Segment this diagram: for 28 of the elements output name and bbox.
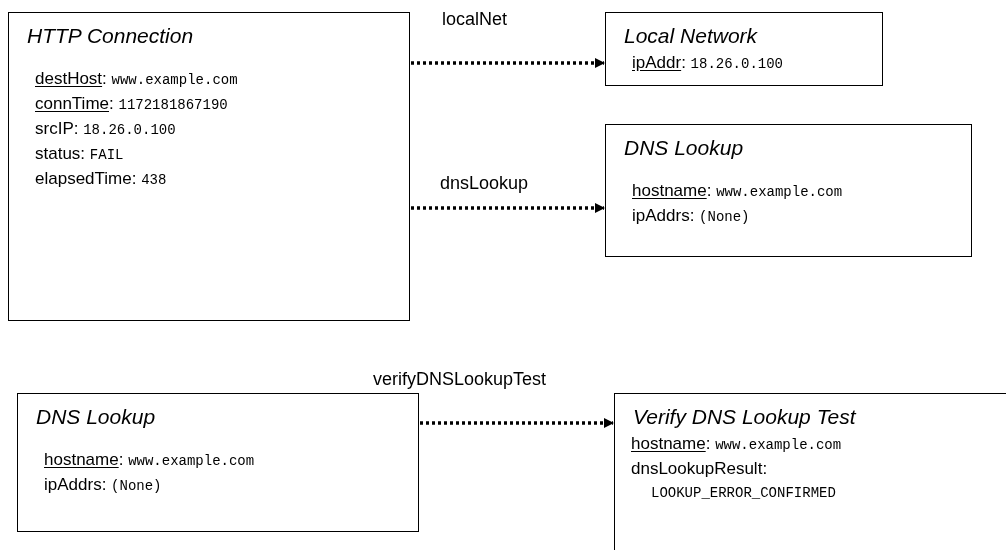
dotted-arrow <box>420 418 614 428</box>
dotted-arrow <box>411 203 605 213</box>
attribute-line: hostname: www.example.com <box>631 433 842 455</box>
attribute-line: srcIP: 18.26.0.100 <box>35 118 177 140</box>
object-box <box>614 393 1006 550</box>
attribute-line: status: FAIL <box>35 143 125 165</box>
object-box <box>8 12 410 321</box>
object-box <box>605 12 883 86</box>
object-box <box>605 124 972 257</box>
object-box <box>17 393 419 532</box>
edge-label: verifyDNSLookupTest <box>373 368 547 390</box>
attribute-line: dnsLookupResult: LOOKUP_ERROR_CONFIRMED <box>631 458 837 503</box>
edge-label: dnsLookup <box>440 172 529 194</box>
attribute-line: connTime: 1172181867190 <box>35 93 229 115</box>
attribute-line: elapsedTime: 438 <box>35 168 168 190</box>
dotted-arrow <box>411 58 605 68</box>
attribute-line: hostname: www.example.com <box>44 449 255 471</box>
attribute-line: ipAddrs: (None) <box>44 474 163 496</box>
attribute-line: ipAddr: 18.26.0.100 <box>632 52 784 74</box>
object-title: HTTP Connection <box>27 23 194 49</box>
object-title: DNS Lookup <box>624 135 744 161</box>
attribute-line: destHost: www.example.com <box>35 68 238 90</box>
object-title: Local Network <box>624 23 758 49</box>
attribute-line: ipAddrs: (None) <box>632 205 751 227</box>
object-title: Verify DNS Lookup Test <box>633 404 856 430</box>
object-title: DNS Lookup <box>36 404 156 430</box>
edge-label: localNet <box>442 8 508 30</box>
attribute-line: hostname: www.example.com <box>632 180 843 202</box>
